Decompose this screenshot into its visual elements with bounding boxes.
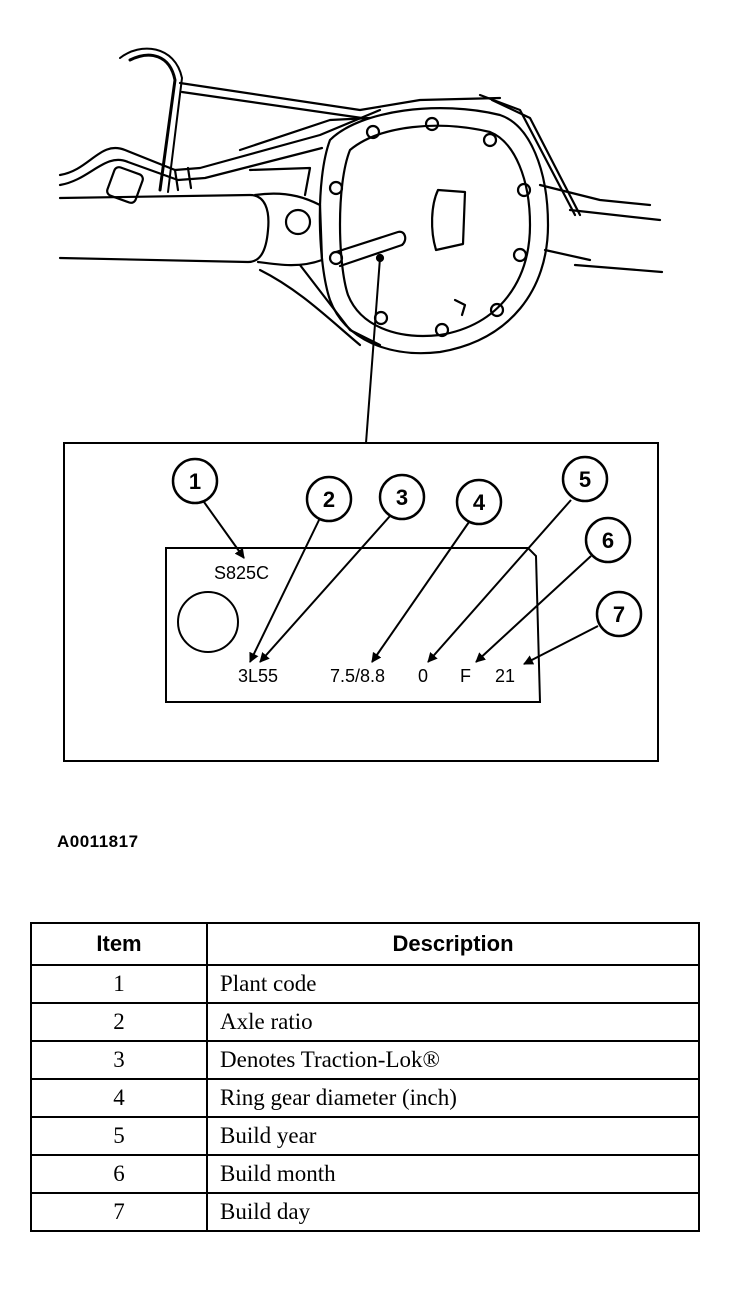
arrow-7 xyxy=(523,625,599,665)
callout-1: 1 xyxy=(171,457,219,505)
callout-6: 6 xyxy=(584,516,632,564)
arrow-6 xyxy=(475,555,592,663)
callout-5-label: 5 xyxy=(579,467,591,492)
arrow-3 xyxy=(259,515,391,663)
tag-build-month: F xyxy=(460,666,471,686)
table-row: 1 Plant code xyxy=(30,964,700,1004)
table-row: 6 Build month xyxy=(30,1154,700,1194)
arrow-2 xyxy=(249,517,321,663)
tag-plant-code: S825C xyxy=(214,563,269,583)
table-header-row: Item Description xyxy=(30,922,700,966)
callout-7-label: 7 xyxy=(613,602,625,627)
table-row: 7 Build day xyxy=(30,1192,700,1232)
row-description: Denotes Traction-Lok® xyxy=(206,1040,700,1080)
table-row: 4 Ring gear diameter (inch) xyxy=(30,1078,700,1118)
callouts: 1 2 3 4 5 6 7 xyxy=(171,455,643,638)
row-description: Ring gear diameter (inch) xyxy=(206,1078,700,1118)
axle-illustration: S825C 3L55 7.5/8.8 0 F 21 1 2 3 4 xyxy=(58,47,664,762)
callout-4-label: 4 xyxy=(473,490,486,515)
leader-arrows xyxy=(203,499,599,665)
row-item: 7 xyxy=(30,1192,208,1232)
callout-3: 3 xyxy=(378,473,426,521)
callout-2-label: 2 xyxy=(323,487,335,512)
callout-3-label: 3 xyxy=(396,485,408,510)
callout-4: 4 xyxy=(455,478,503,526)
row-item: 4 xyxy=(30,1078,208,1118)
tag-callout-box xyxy=(63,442,659,762)
tag-build-day: 21 xyxy=(495,666,515,686)
header-description: Description xyxy=(206,922,700,966)
row-item: 1 xyxy=(30,964,208,1004)
callout-1-label: 1 xyxy=(189,469,201,494)
callout-6-label: 6 xyxy=(602,528,614,553)
row-item: 6 xyxy=(30,1154,208,1194)
table-row: 3 Denotes Traction-Lok® xyxy=(30,1040,700,1080)
header-item: Item xyxy=(30,922,208,966)
row-item: 2 xyxy=(30,1002,208,1042)
row-description: Plant code xyxy=(206,964,700,1004)
row-item: 5 xyxy=(30,1116,208,1156)
tag-axle-ratio: 3L55 xyxy=(238,666,278,686)
table-row: 5 Build year xyxy=(30,1116,700,1156)
callout-5: 5 xyxy=(561,455,609,503)
figure-id: A0011817 xyxy=(57,832,139,851)
callout-7: 7 xyxy=(595,590,643,638)
arrow-4 xyxy=(371,521,470,663)
row-description: Build month xyxy=(206,1154,700,1194)
tag-ring-gear: 7.5/8.8 xyxy=(330,666,385,686)
row-item: 3 xyxy=(30,1040,208,1080)
arrow-5 xyxy=(427,499,572,663)
axle-housing-drawing xyxy=(58,47,664,444)
table-row: 2 Axle ratio xyxy=(30,1002,700,1042)
row-description: Build day xyxy=(206,1192,700,1232)
identification-tag: S825C 3L55 7.5/8.8 0 F 21 xyxy=(165,547,542,703)
arrow-1 xyxy=(203,501,245,559)
callout-2: 2 xyxy=(305,475,353,523)
legend-table: Item Description 1 Plant code 2 Axle rat… xyxy=(30,922,700,1232)
tag-build-year: 0 xyxy=(418,666,428,686)
tag-mounting-hole xyxy=(177,591,239,653)
row-description: Build year xyxy=(206,1116,700,1156)
row-description: Axle ratio xyxy=(206,1002,700,1042)
